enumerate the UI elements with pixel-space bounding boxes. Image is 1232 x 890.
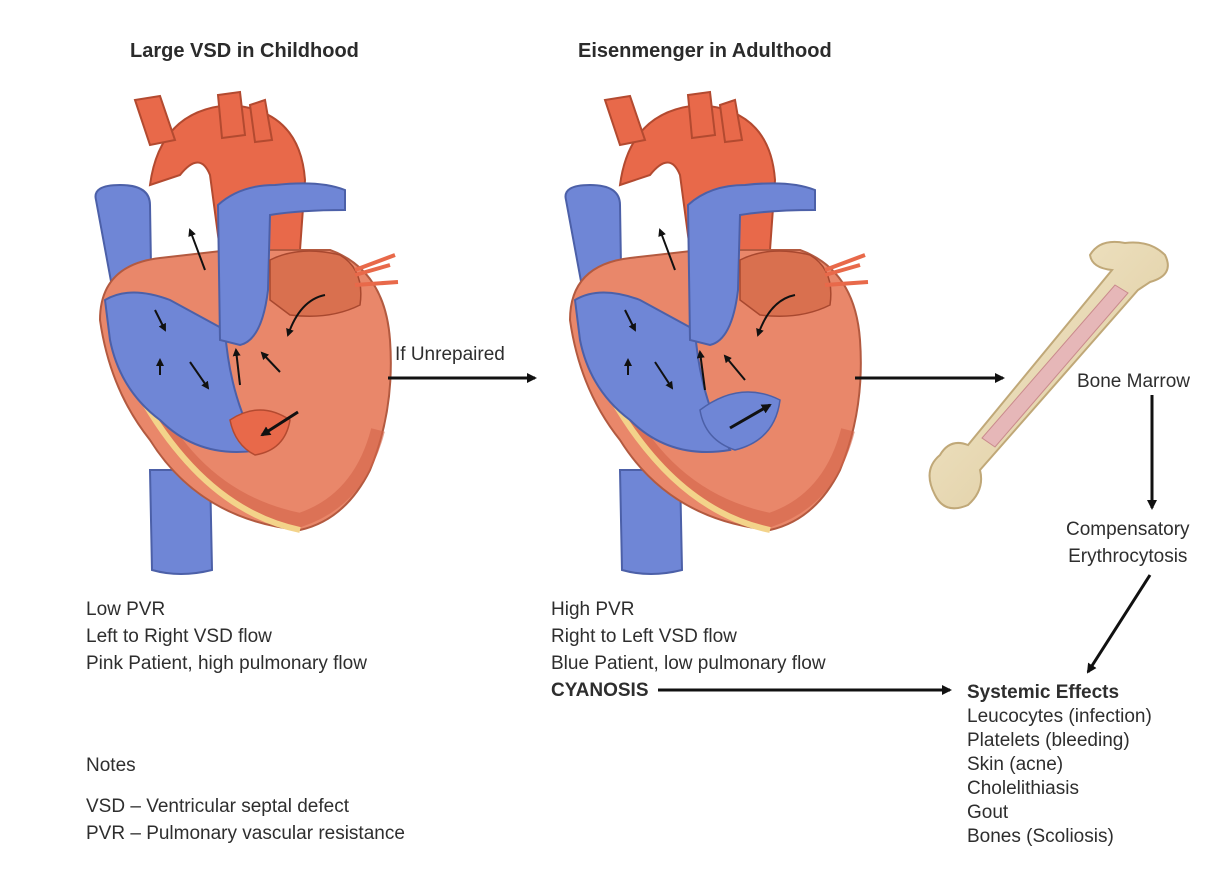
childhood-line-1: Low PVR xyxy=(86,596,367,623)
systemic-item: Bones (Scoliosis) xyxy=(967,825,1152,849)
systemic-effects-title: Systemic Effects xyxy=(967,681,1152,705)
childhood-description: Low PVR Left to Right VSD flow Pink Pati… xyxy=(86,596,367,677)
systemic-effects: Systemic Effects Leucocytes (infection) … xyxy=(967,681,1152,849)
compensatory-line-1: Compensatory xyxy=(1066,516,1190,543)
childhood-title: Large VSD in Childhood xyxy=(130,40,359,63)
systemic-item: Skin (acne) xyxy=(967,753,1152,777)
note-vsd: VSD – Ventricular septal defect xyxy=(86,793,405,820)
systemic-item: Platelets (bleeding) xyxy=(967,729,1152,753)
adulthood-description: High PVR Right to Left VSD flow Blue Pat… xyxy=(551,596,826,704)
adulthood-line-2: Right to Left VSD flow xyxy=(551,623,826,650)
compensatory-line-2: Erythrocytosis xyxy=(1066,543,1190,570)
adulthood-line-3: Blue Patient, low pulmonary flow xyxy=(551,650,826,677)
heart-right-icon xyxy=(566,92,869,574)
heart-left-icon xyxy=(96,92,399,574)
systemic-item: Leucocytes (infection) xyxy=(967,705,1152,729)
childhood-line-2: Left to Right VSD flow xyxy=(86,623,367,650)
bone-marrow-label: Bone Marrow xyxy=(1077,368,1190,395)
compensatory-erythrocytosis: Compensatory Erythrocytosis xyxy=(1066,516,1190,570)
childhood-line-3: Pink Patient, high pulmonary flow xyxy=(86,650,367,677)
adulthood-title: Eisenmenger in Adulthood xyxy=(578,40,832,63)
adulthood-line-1: High PVR xyxy=(551,596,826,623)
systemic-item: Gout xyxy=(967,801,1152,825)
notes-list: VSD – Ventricular septal defect PVR – Pu… xyxy=(86,793,405,847)
systemic-item: Cholelithiasis xyxy=(967,777,1152,801)
if-unrepaired-label: If Unrepaired xyxy=(395,341,505,368)
note-pvr: PVR – Pulmonary vascular resistance xyxy=(86,820,405,847)
erythrocytosis-to-systemic-arrow xyxy=(1088,575,1150,672)
cyanosis-label: CYANOSIS xyxy=(551,677,826,704)
notes-heading: Notes xyxy=(86,752,136,779)
